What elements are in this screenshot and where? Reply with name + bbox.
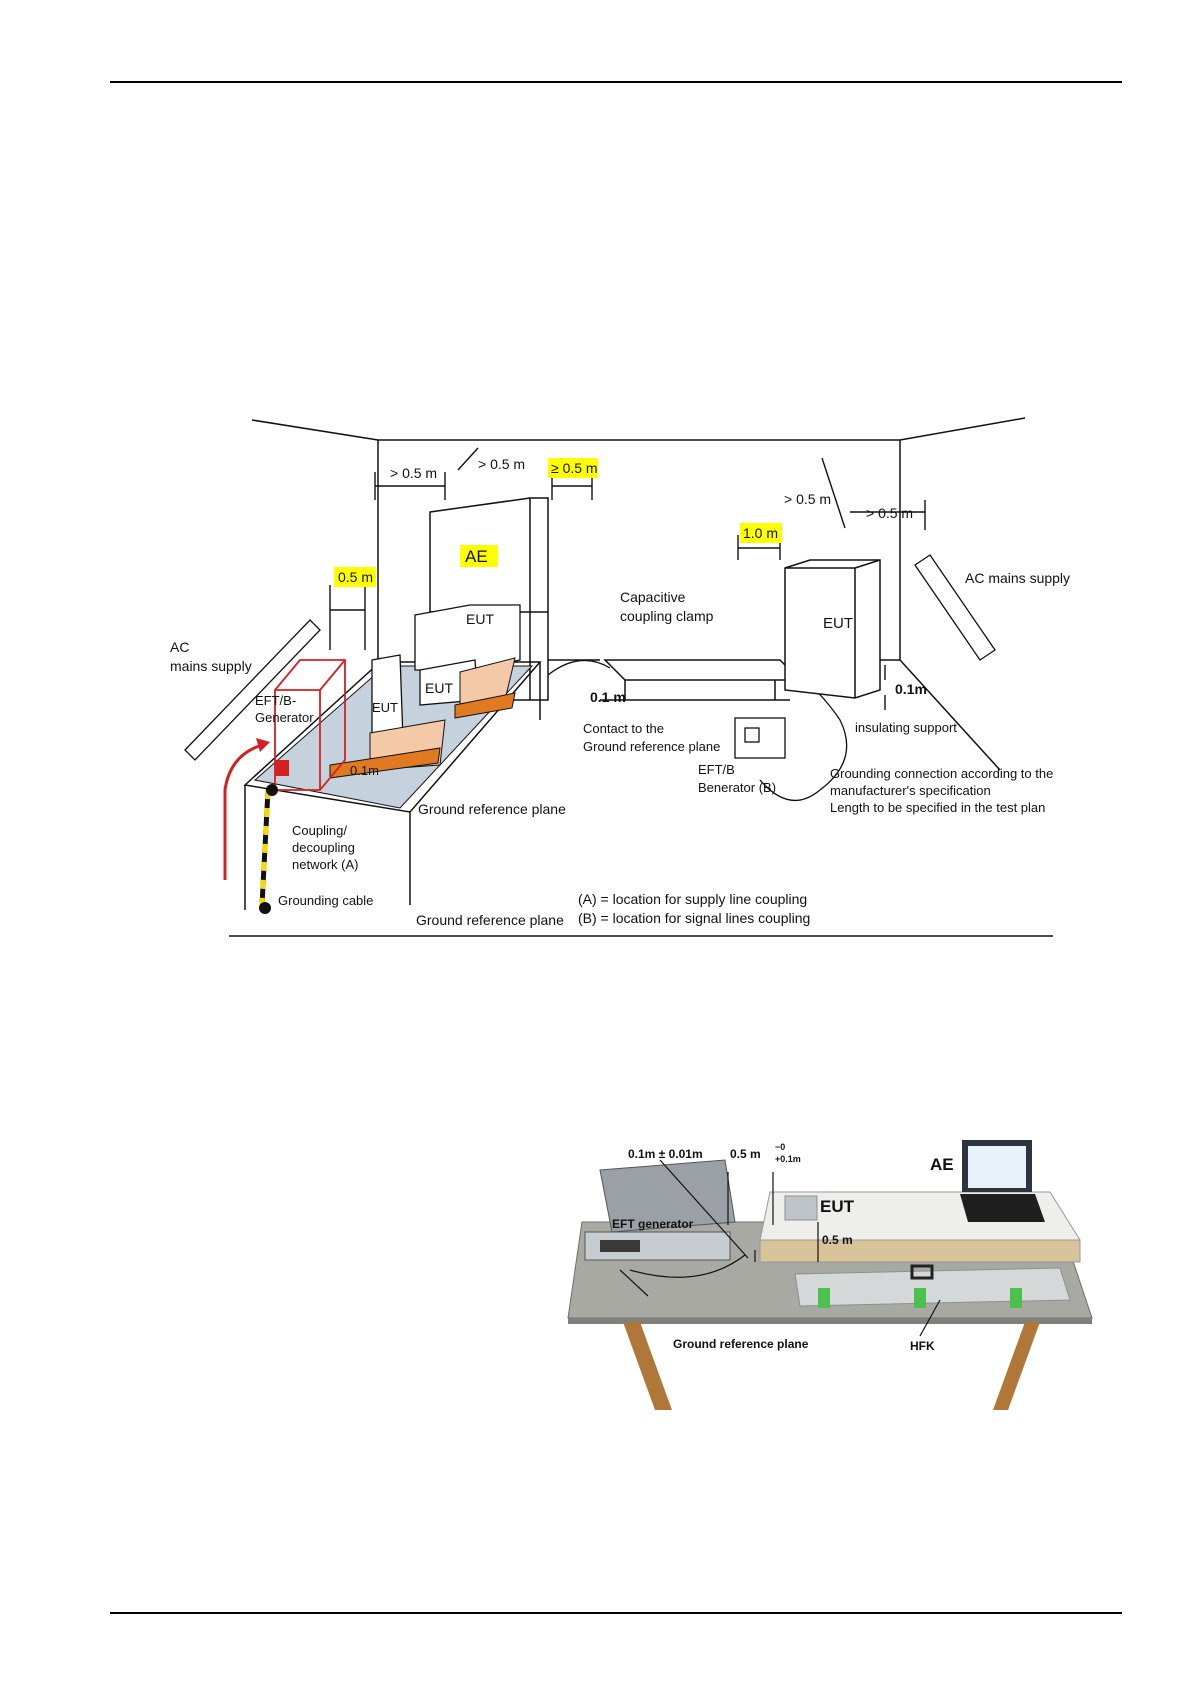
cdn-label-1: Coupling/: [292, 823, 347, 838]
clamp-label-2: coupling clamp: [620, 608, 714, 624]
gen-b-label-2: Benerator (B): [698, 780, 776, 795]
photo-hfk-label: HFK: [910, 1339, 935, 1353]
height-table-label: 0.1m: [350, 763, 379, 778]
red-arrow: [223, 743, 263, 880]
orange-support-bottom: [329, 747, 441, 779]
grounding-point-bottom: [259, 902, 271, 914]
dist-gen-label: 0.5 m: [338, 569, 373, 585]
dist-ae-left-label: > 0.5 m: [390, 465, 437, 481]
orange-support-top: [454, 692, 516, 719]
contact-label-2: Ground reference plane: [583, 739, 720, 754]
grounding-conn-label-2: manufacturer's specification: [830, 783, 991, 798]
photo-ae-label: AE: [930, 1155, 954, 1174]
height-right-label: 0.1m: [895, 681, 927, 697]
photo-distance-tol-top: −0: [775, 1142, 785, 1152]
ae-label: AE: [465, 547, 488, 566]
contact-label-1: Contact to the: [583, 721, 664, 736]
insulating-label: insulating support: [855, 720, 957, 735]
photo-eut-label: EUT: [820, 1197, 855, 1216]
dist-ae-top-label: > 0.5 m: [478, 456, 525, 472]
dist-eut-top-label: > 0.5 m: [784, 491, 831, 507]
ac-left-label-2: mains supply: [170, 658, 252, 674]
cdn-label-3: network (A): [292, 857, 358, 872]
grounding-conn-label-3: Length to be specified in the test plan: [830, 800, 1045, 815]
ae-label-highlight: [460, 545, 498, 567]
eft-generator-device: [584, 1159, 736, 1261]
ac-supply-right: [914, 554, 996, 661]
dist-ae-right-label: ≥ 0.5 m: [551, 460, 598, 476]
grp-floor-label: Ground reference plane: [416, 912, 564, 928]
grounding-cable-yellow: [259, 789, 271, 906]
grounding-conn-label-1: Grounding connection according to the: [830, 766, 1053, 781]
legend-b: (B) = location for signal lines coupling: [578, 910, 810, 926]
dist-eut-right-label: > 0.5 m: [866, 505, 913, 521]
grp-table-label: Ground reference plane: [418, 801, 566, 817]
clamp-height-label: 0.1 m: [590, 689, 626, 705]
photo-distance-tol-bottom: +0.1m: [775, 1154, 801, 1164]
grounding-cable-label: Grounding cable: [278, 893, 373, 908]
photo-annotation-lines: [619, 1159, 941, 1337]
ac-right-label: AC mains supply: [965, 570, 1070, 586]
header-rule: [110, 81, 1122, 83]
dist-gen-highlight: [334, 567, 376, 587]
photo-grp-label: Ground reference plane: [673, 1337, 809, 1351]
cdn-label-2: decoupling: [292, 840, 355, 855]
photo-eut-height-label: 0.5 m: [822, 1233, 853, 1247]
dimension-lines: [329, 447, 926, 710]
photo-generator-label: EFT generator: [612, 1217, 694, 1231]
dist-clamp-highlight: [740, 523, 782, 543]
eut-mid-label: EUT: [425, 680, 453, 696]
eut-top-label: EUT: [466, 611, 494, 627]
eut-side-label: EUT: [372, 700, 398, 715]
clamp-label-1: Capacitive: [620, 589, 686, 605]
eut-right-cabinet: [784, 559, 881, 699]
generator-b-box: [734, 717, 786, 759]
dist-ae-right-highlight: [548, 458, 598, 478]
eut-device: [784, 1195, 818, 1221]
red-arrowhead: [256, 738, 270, 752]
coupling-clamp: [600, 659, 802, 701]
laptop-ae: [960, 1140, 1045, 1222]
hfk-clamp: [794, 1264, 1071, 1308]
generator-label-1: EFT/B-: [255, 693, 296, 708]
eut-right-label: EUT: [823, 615, 853, 632]
legend-a: (A) = location for supply line coupling: [578, 891, 807, 907]
grounding-point-top: [266, 784, 278, 796]
cdn-red-block: [275, 760, 289, 776]
photo-tolerance-label: 0.1m ± 0.01m: [628, 1147, 703, 1161]
footer-rule: [110, 1612, 1122, 1614]
gen-b-label-1: EFT/B: [698, 762, 735, 777]
ac-left-label-1: AC: [170, 639, 189, 655]
generator-label-2: Generator: [255, 710, 314, 725]
dist-clamp-label: 1.0 m: [743, 525, 778, 541]
ac-supply-left: [184, 619, 321, 761]
photo-distance-label: 0.5 m: [730, 1147, 761, 1161]
